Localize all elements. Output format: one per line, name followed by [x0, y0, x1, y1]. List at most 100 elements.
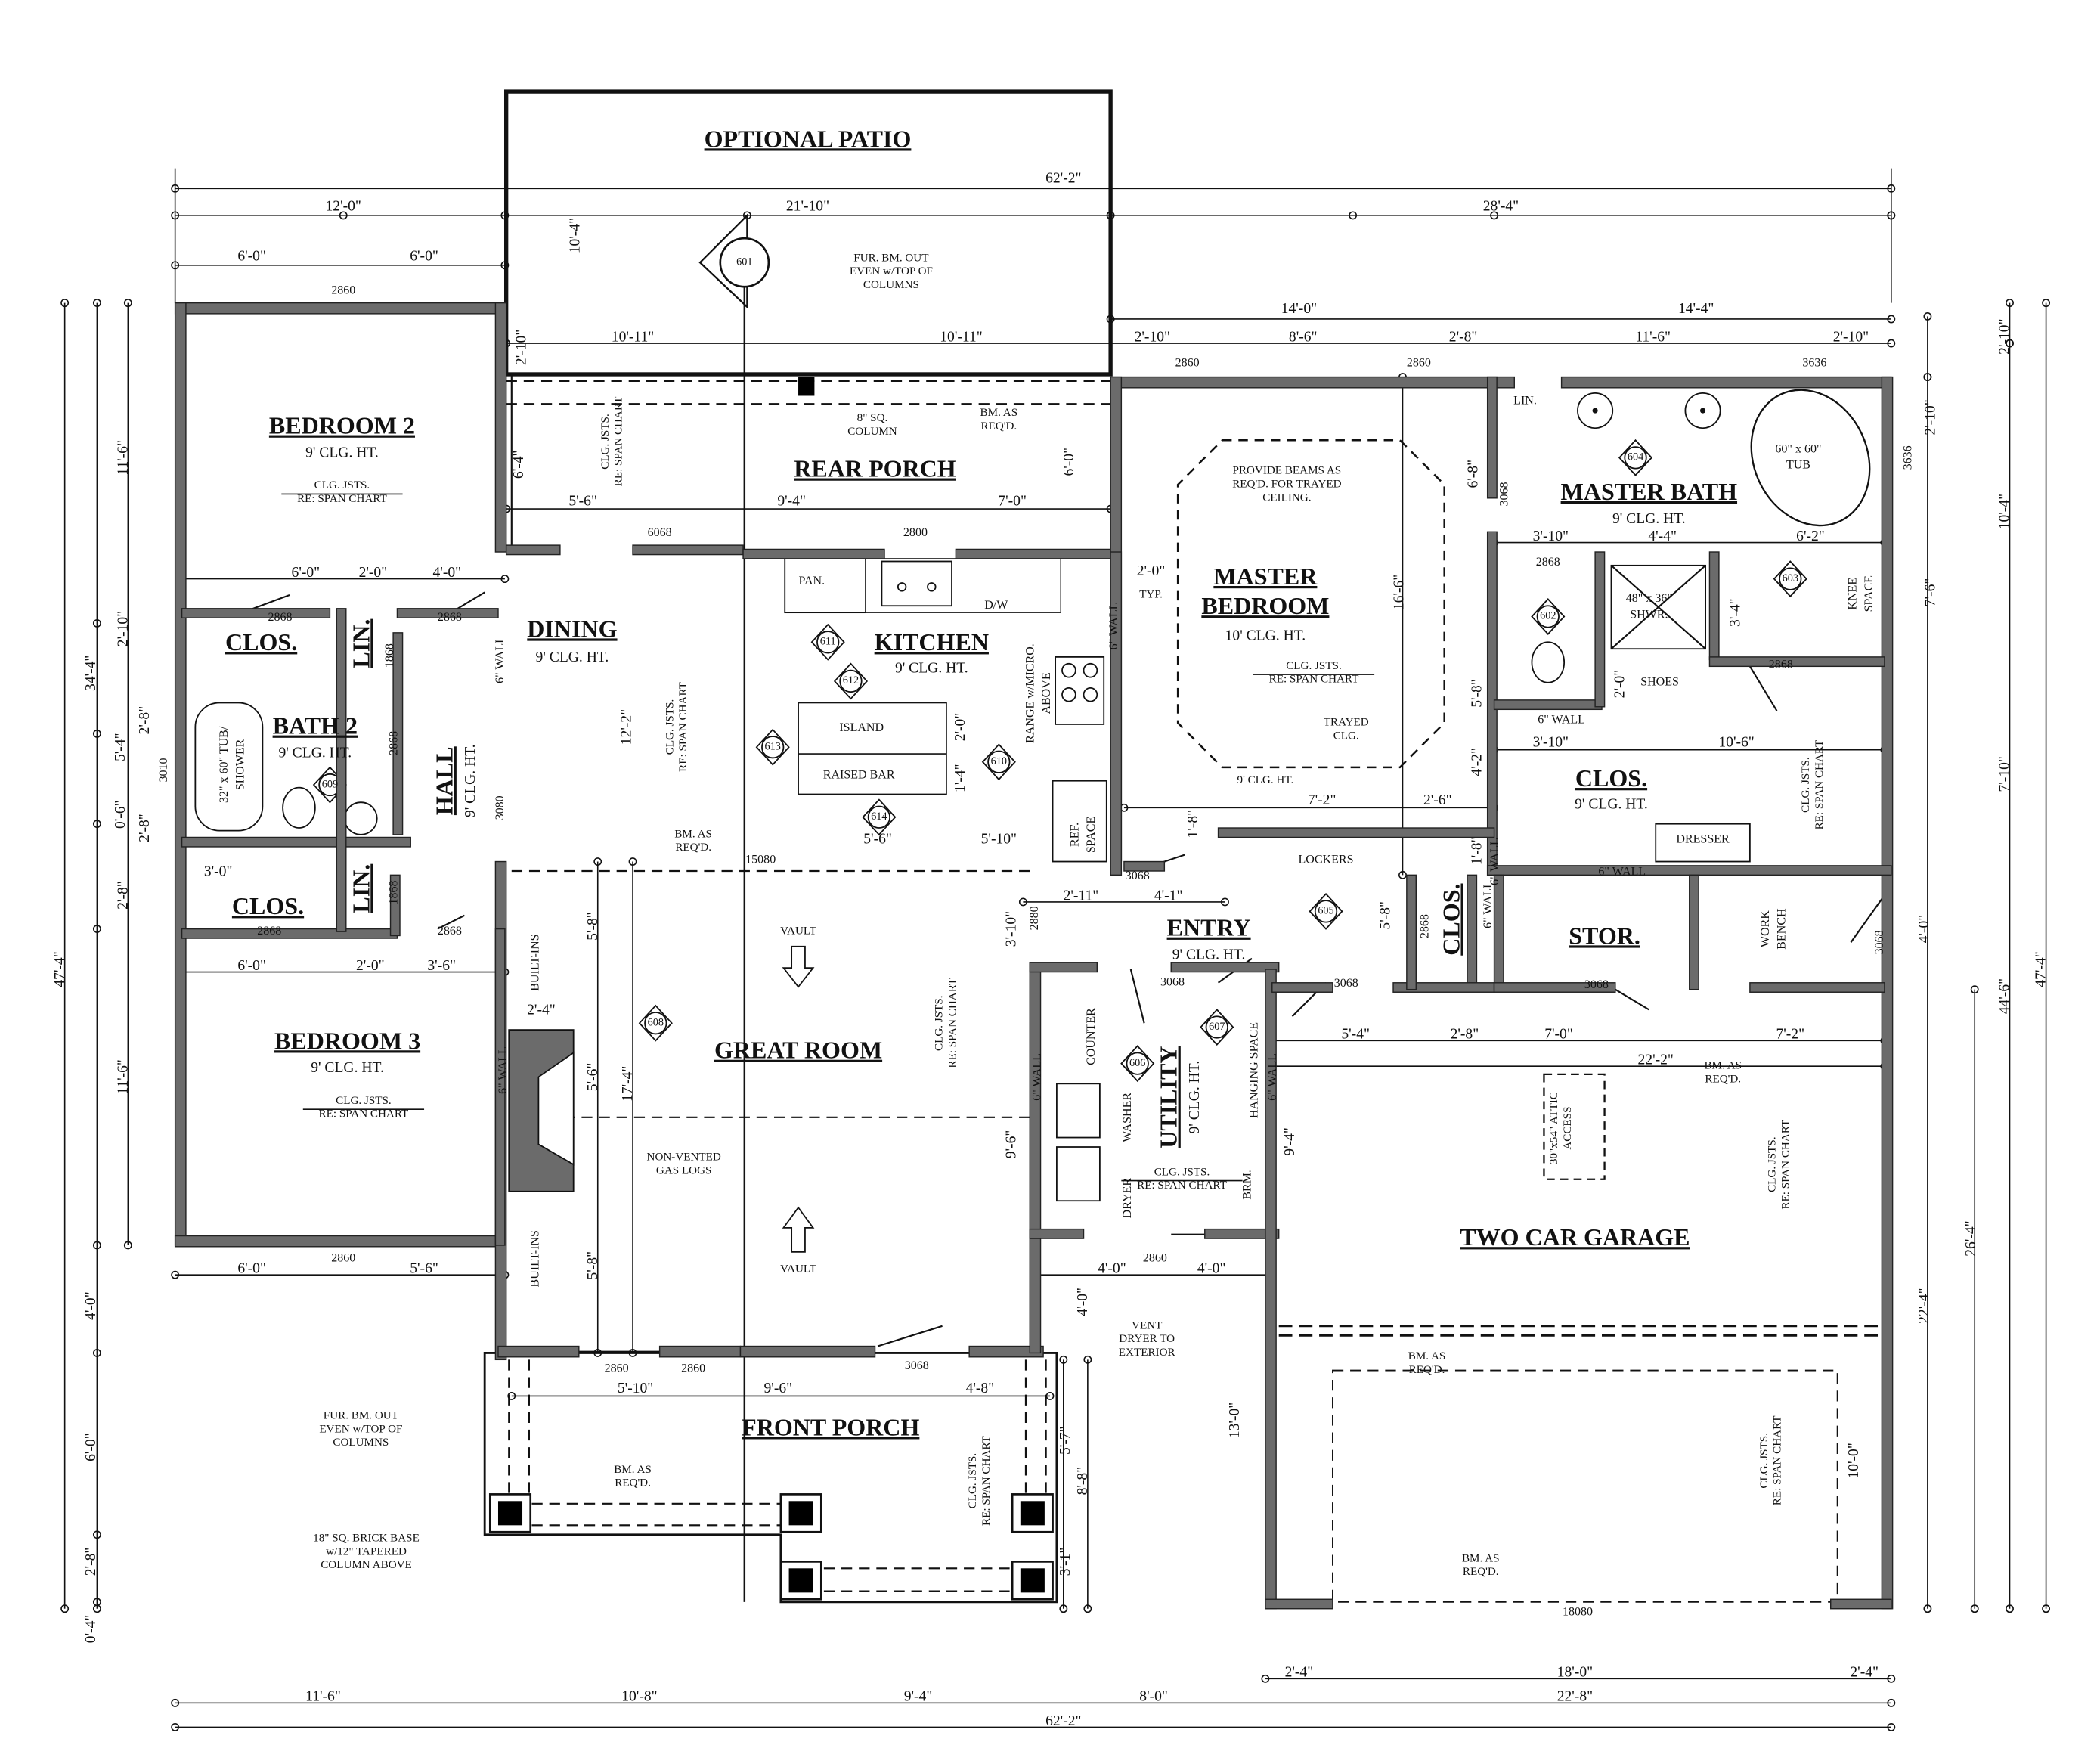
- dimension-label: 21'-10": [786, 199, 829, 215]
- ceiling-joist-note: CLG. JSTS.: [1800, 757, 1812, 813]
- wall: [1170, 962, 1280, 973]
- wall: [1829, 1598, 1892, 1610]
- dimension-tick: [92, 299, 101, 308]
- dimension-label: 3'-1": [1058, 1548, 1073, 1576]
- dimension-label: 9'-6": [1004, 1130, 1020, 1159]
- range-icon: [1055, 656, 1105, 725]
- wall: [632, 544, 744, 556]
- annotation-note: BM. AS: [614, 1464, 652, 1476]
- fixture-label: 6" WALL: [1482, 881, 1494, 928]
- ceiling-height: 9' CLG. HT.: [305, 445, 379, 461]
- optional-patio-title: OPTIONAL PATIO: [705, 125, 912, 152]
- dimension-label: 2'-8": [115, 881, 131, 910]
- elevation-marker-number: 603: [1783, 572, 1798, 584]
- room-title: BATH 2: [273, 712, 358, 739]
- dimension-tick: [2006, 1604, 2014, 1613]
- tub-shower-icon: [194, 702, 264, 832]
- dimension-label: 5'-4": [1341, 1027, 1370, 1043]
- dimension-label: 17'-4": [620, 1066, 636, 1102]
- fixture-label: 6" WALL: [497, 1046, 510, 1094]
- ceiling-height: 9' CLG. HT.: [463, 744, 479, 817]
- shower-icon: [1610, 564, 1707, 650]
- dimension-tick: [1398, 870, 1407, 879]
- fixture-label: ISLAND: [839, 721, 884, 734]
- wall: [742, 548, 885, 559]
- wall: [1493, 699, 1603, 711]
- opening-code: 6068: [648, 526, 672, 539]
- ceiling-joist-note: CLG. JSTS.: [599, 414, 612, 470]
- annotation-note: CLG.: [1333, 730, 1359, 742]
- dimension-label: 2'-10": [1923, 399, 1939, 435]
- fixture-label: RAISED BAR: [823, 768, 895, 781]
- burner-icon: [1061, 687, 1076, 702]
- annotation-note: BM. AS: [1704, 1060, 1742, 1072]
- ceiling-height: 9' CLG. HT.: [311, 1060, 384, 1076]
- elevation-marker-number: 613: [765, 740, 781, 752]
- burner-icon: [1083, 687, 1098, 702]
- dimension-label: 0'-6": [113, 800, 129, 829]
- front-porch-outline: [483, 1352, 1058, 1604]
- annotation-note: COLUMNS: [863, 279, 919, 291]
- opening-code: 1868: [388, 880, 401, 904]
- opening-code: 2868: [257, 925, 281, 938]
- column-icon: [497, 1501, 523, 1526]
- dimension-tick: [1018, 897, 1027, 907]
- ceiling-joist-note: RE: SPAN CHART: [1813, 740, 1826, 830]
- elevation-marker-circle: [987, 750, 1011, 773]
- wall: [1110, 551, 1123, 876]
- annotation-note: REQ'D.: [1705, 1073, 1741, 1085]
- wall: [174, 1235, 506, 1248]
- dimension-label: 3'-6": [427, 958, 456, 974]
- fixture-label: PAN.: [799, 575, 825, 587]
- room-title: CLOS.: [232, 892, 304, 919]
- wall: [658, 1345, 742, 1358]
- fixture-label: SHOWER: [234, 739, 247, 790]
- wall: [1486, 376, 1498, 499]
- room-title: DINING: [527, 615, 617, 642]
- dimension-label: 2'-4": [1285, 1665, 1314, 1681]
- annotation-note: FUR. BM. OUT: [853, 252, 928, 264]
- door-swing: [1129, 969, 1145, 1024]
- room-title: CLOS.: [1575, 764, 1647, 792]
- elevation-marker-number: 602: [1540, 610, 1556, 622]
- fixture-label: ABOVE: [1040, 672, 1053, 714]
- ceiling-joist-note: CLG. JSTS.: [336, 1095, 392, 1107]
- ceiling-joist-note: RE: SPAN CHART: [1269, 674, 1359, 686]
- opening-code: 2860: [331, 284, 355, 296]
- fixture-label: SPACE: [1085, 817, 1098, 853]
- annotation-note: BM. AS: [980, 407, 1018, 419]
- dimension-tick: [1059, 1355, 1068, 1364]
- dimension-label: 2'-10": [1135, 329, 1170, 345]
- dimension-label: 4'-0": [83, 1291, 99, 1320]
- elevation-marker-circle: [644, 1012, 667, 1035]
- opening-code: 2860: [681, 1362, 705, 1375]
- walls: [174, 302, 1894, 1610]
- drain-icon: [1699, 408, 1706, 414]
- vault-arrow-up-icon: [782, 1206, 815, 1253]
- burner-icon: [1083, 662, 1098, 678]
- opening-code: 3068: [1160, 975, 1185, 988]
- dimension-tick: [1261, 1674, 1270, 1683]
- fixture-label: 6" WALL: [1538, 713, 1585, 726]
- wall: [1265, 1598, 1333, 1610]
- dryer-icon: [1056, 1146, 1101, 1202]
- room-title: LIN.: [347, 864, 374, 913]
- fixture-label: 6" WALL: [494, 636, 506, 683]
- dimension-label: 10'-11": [940, 329, 982, 345]
- dimension-tick: [1923, 373, 1932, 381]
- dimension-tick: [92, 618, 101, 628]
- room-title: HALL: [431, 746, 458, 815]
- ceiling-height: 10' CLG. HT.: [1225, 628, 1306, 644]
- fixture-label: DRESSER: [1676, 833, 1730, 846]
- dimension-label: 7'-2": [1308, 792, 1337, 808]
- door-swing: [1748, 665, 1778, 711]
- dimension-label: 7'-6": [1923, 578, 1939, 607]
- dimension-label: 4'-0": [1075, 1288, 1091, 1316]
- wall: [181, 608, 331, 618]
- dimension-label: 4'-0": [1197, 1261, 1226, 1277]
- dimension-label: 1'-4": [952, 764, 968, 792]
- dimension-tick: [628, 857, 637, 866]
- ceiling-joist-note: RE: SPAN CHART: [613, 397, 625, 487]
- dimension-label: 6'-0": [83, 1433, 99, 1461]
- wall: [1493, 874, 1504, 990]
